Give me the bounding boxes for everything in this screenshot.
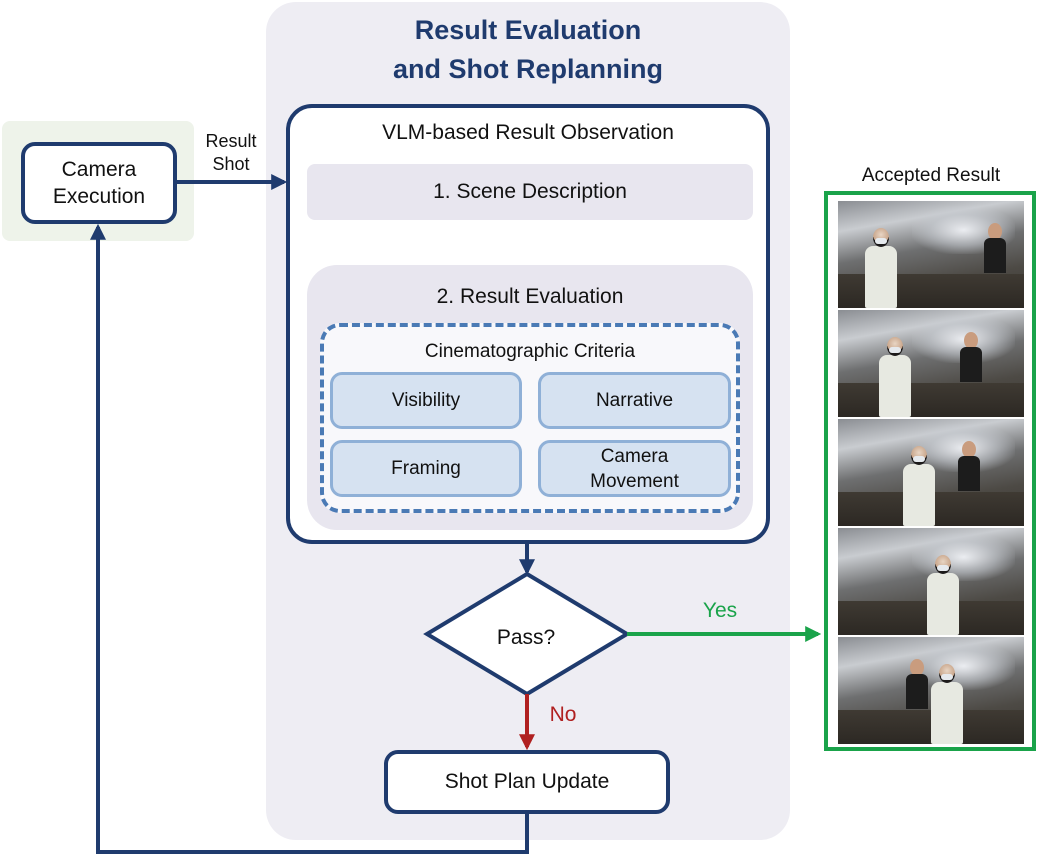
decision-question: Pass? — [496, 626, 556, 649]
criterion-visibility: Visibility — [330, 372, 522, 429]
panel-title-line-2: and Shot Replanning — [393, 54, 663, 84]
criterion-framing: Framing — [330, 440, 522, 497]
criterion-camera-movement-label: Camera Movement — [590, 445, 679, 492]
frame-person — [864, 228, 898, 308]
accepted-result-frame — [838, 310, 1024, 417]
panel-title: Result Evaluation and Shot Replanning — [266, 10, 790, 90]
accepted-result-frame — [838, 419, 1024, 526]
frame-person — [878, 337, 912, 417]
accepted-result-frames — [824, 191, 1036, 751]
frame-person — [902, 446, 936, 526]
accepted-result-frame — [838, 637, 1024, 744]
camera-execution-line-1: Camera — [61, 158, 137, 181]
scene-description-box: 1. Scene Description — [307, 164, 753, 220]
arrow-update-to-camera — [90, 223, 529, 854]
camera-execution-box: Camera Execution — [21, 142, 177, 224]
result-shot-line-2: Shot — [212, 154, 250, 174]
result-shot-line-1: Result — [205, 131, 257, 151]
accepted-result-frame — [838, 528, 1024, 635]
result-evaluation-title: 2. Result Evaluation — [436, 285, 624, 308]
accepted-result-title: Accepted Result — [861, 165, 1001, 186]
frame-person — [930, 664, 964, 744]
frame-ground — [838, 382, 1024, 417]
cinematographic-criteria-title: Cinematographic Criteria — [424, 341, 636, 362]
panel-title-line-1: Result Evaluation — [414, 15, 642, 45]
criterion-narrative: Narrative — [538, 372, 731, 429]
decision-no-label: No — [549, 703, 577, 726]
camera-execution-line-2: Execution — [52, 185, 146, 208]
result-shot-label: Result Shot — [196, 127, 266, 179]
accepted-result-frame — [838, 201, 1024, 308]
frame-mannequin — [984, 223, 1006, 273]
frame-cave-light — [912, 642, 1015, 691]
frame-mannequin — [958, 441, 980, 491]
shot-plan-update-box: Shot Plan Update — [384, 750, 670, 814]
frame-mannequin — [906, 659, 928, 709]
frame-mannequin — [960, 332, 982, 382]
frame-person — [926, 555, 960, 635]
decision-yes-label: Yes — [702, 599, 738, 622]
criterion-camera-movement: Camera Movement — [538, 440, 731, 497]
vlm-observation-title: VLM-based Result Observation — [382, 121, 674, 144]
